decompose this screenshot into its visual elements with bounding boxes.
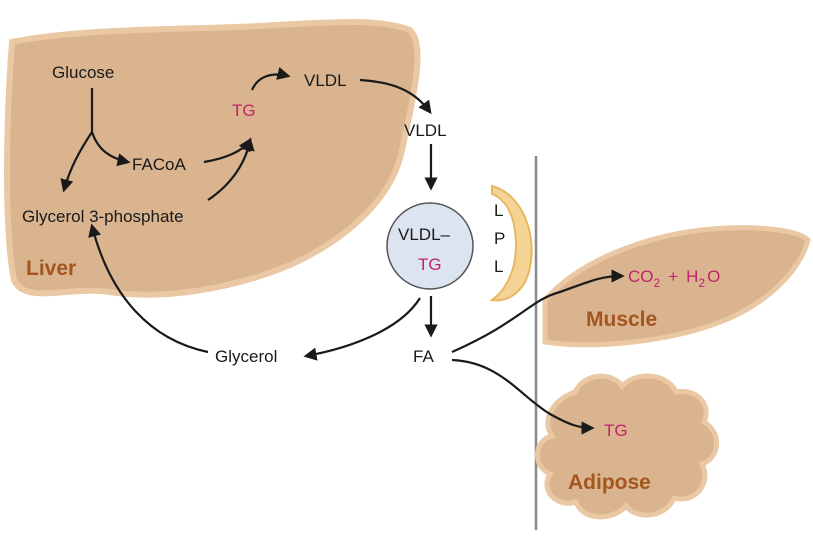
- lpl-letter-l2: L: [494, 257, 503, 276]
- tg-liver-label: TG: [232, 101, 256, 120]
- arrow-fa-to-muscle: [451, 269, 625, 354]
- liver-shape: [4, 19, 421, 298]
- muscle-organ-label: Muscle: [586, 308, 657, 331]
- arrow-to-glycerol3p: [60, 131, 93, 193]
- facoa-label: FACoA: [132, 155, 187, 174]
- vldl-complex-top-label: VLDL–: [398, 225, 451, 244]
- lpl-letter-p: P: [494, 229, 505, 248]
- adipose-organ-label: Adipose: [568, 471, 651, 494]
- arrow-vldl-to-blood: [359, 78, 432, 115]
- vldl-tg-complex-circle: [386, 202, 474, 290]
- fa-label: FA: [413, 347, 434, 366]
- lpl-letter-l1: L: [494, 201, 503, 220]
- arrow-glycerol-to-liver: [88, 223, 209, 354]
- arrow-tg-to-vldl: [250, 67, 291, 91]
- tg-adipose-label: TG: [604, 421, 628, 440]
- vldl-liver-label: VLDL: [304, 71, 347, 90]
- glucose-label: Glucose: [52, 63, 114, 82]
- adipose-shape: [535, 373, 719, 520]
- vldl-complex-tg-label: TG: [418, 255, 442, 274]
- glycerol-label: Glycerol: [215, 347, 277, 366]
- lpl-enzyme-shape: [489, 184, 533, 302]
- vldl-blood-label: VLDL: [404, 121, 447, 140]
- glycerol-3-phosphate-label: Glycerol 3-phosphate: [22, 207, 184, 226]
- arrow-complex-to-glycerol: [303, 297, 421, 361]
- arrow-glycerol3p-to-tg: [207, 137, 255, 201]
- arrow-to-facoa: [90, 131, 131, 167]
- arrow-fa-to-adipose: [451, 358, 595, 435]
- liver-organ-label: Liver: [26, 257, 76, 280]
- muscle-shape: [542, 225, 811, 348]
